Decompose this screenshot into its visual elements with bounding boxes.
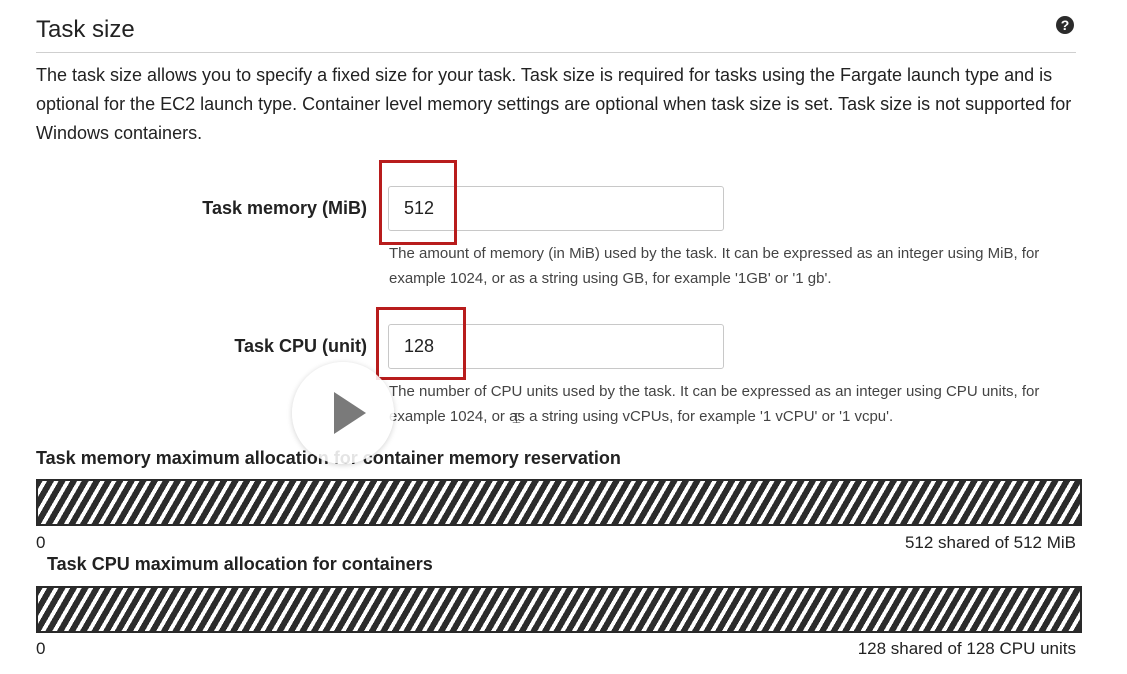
question-circle-icon[interactable]: ?	[1056, 16, 1074, 34]
task-memory-help-text: The amount of memory (in MiB) used by th…	[389, 245, 1040, 287]
section-header: Task size ?	[36, 10, 1076, 53]
cpu-allocation-max: 128 shared of 128 CPU units	[857, 639, 1076, 658]
cpu-allocation-min: 0	[36, 639, 46, 658]
memory-allocation-min: 0	[36, 533, 46, 552]
task-cpu-help-text: The number of CPU units used by the task…	[389, 383, 1040, 425]
task-memory-label: Task memory (MiB)	[202, 198, 367, 218]
memory-allocation-max: 512 shared of 512 MiB	[904, 533, 1076, 552]
section-title: Task size	[36, 16, 135, 43]
memory-allocation-bar	[36, 479, 1082, 526]
cpu-allocation-bar	[36, 586, 1082, 633]
task-cpu-input[interactable]	[388, 324, 724, 369]
task-memory-input[interactable]	[388, 186, 724, 231]
section-description: The task size allows you to specify a fi…	[36, 65, 1072, 143]
task-cpu-label: Task CPU (unit)	[234, 336, 367, 356]
video-play-button[interactable]	[292, 362, 394, 464]
text-cursor-icon: ⌶	[512, 410, 522, 427]
cpu-allocation-label: Task CPU maximum allocation for containe…	[47, 554, 433, 574]
play-icon	[334, 392, 366, 434]
